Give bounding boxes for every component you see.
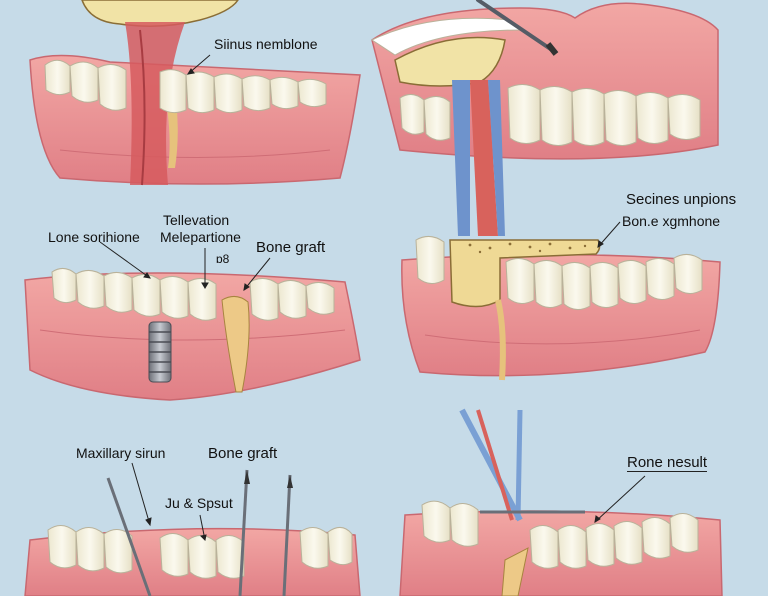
label-melepartione: Melepartione [160, 229, 241, 245]
panel-maxillary-sinus [25, 470, 360, 596]
panel-result [400, 410, 722, 596]
label-maxillary-sirun: Maxillary sirun [76, 445, 165, 461]
panel-bone-graft [402, 236, 720, 380]
label-bone-graft-bottom: Bone graft [208, 445, 277, 462]
label-tellevation: Tellevation [163, 212, 229, 228]
label-rone-nesult: Rone nesult [627, 454, 707, 472]
panel-implant-graft [25, 268, 360, 400]
label-sinus-membrane: Siinus nemblone [214, 36, 318, 52]
implant-screw [149, 322, 171, 382]
panel-sinus-membrane [30, 0, 360, 185]
label-bone-xgmhone: Bon.e xgmhone [622, 213, 720, 229]
label-bone-graft-top: Bone graft [256, 239, 325, 256]
label-secines-unpions: Secines unpions [626, 191, 736, 208]
label-lone-sorihione: Lone sorihione [48, 229, 140, 245]
label-small-mark: ɒ8 [216, 252, 229, 266]
label-ju-spsut: Ju & Spsut [165, 495, 233, 511]
